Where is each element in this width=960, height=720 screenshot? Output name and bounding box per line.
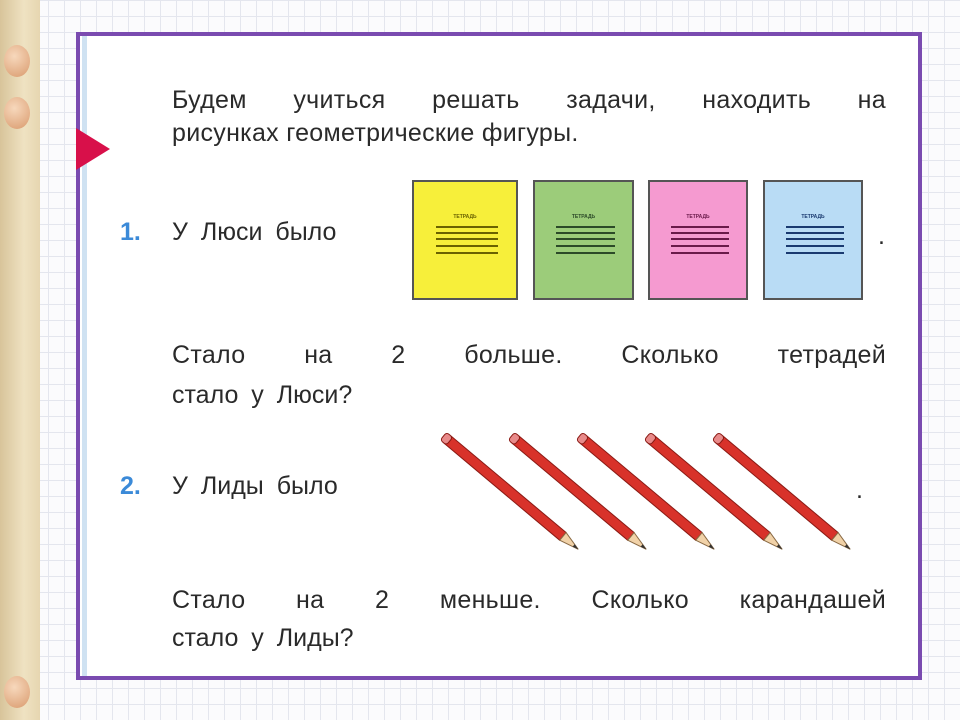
decorative-strip (0, 0, 40, 720)
notebook-caption: ТЕТРАДЬ (686, 214, 710, 220)
task-2-number: 2. (120, 472, 141, 500)
notebook: ТЕТРАДЬ (412, 180, 518, 300)
notebook-line (786, 226, 844, 228)
task-2-line-1: Стало на 2 меньше. Сколько карандашей (172, 586, 886, 614)
notebook-line (436, 245, 498, 247)
notebook-line (671, 226, 729, 228)
pencil-icon (440, 433, 579, 550)
notebook-line (671, 232, 729, 234)
notebook: ТЕТРАДЬ (533, 180, 634, 300)
notebook-line (436, 252, 498, 254)
pencil-icon (712, 433, 851, 550)
task-2-period: . (856, 476, 863, 504)
notebook-line (436, 238, 498, 240)
task-1-period: . (878, 222, 885, 250)
bead-icon (4, 97, 30, 129)
notebook-line (556, 252, 615, 254)
notebook-line (436, 226, 498, 228)
intro-line-1: Будем учиться решать задачи, находить на (172, 86, 886, 114)
task-1-line-2: стало у Люси? (172, 381, 353, 409)
task-2-line-2: стало у Лиды? (172, 624, 354, 652)
task-2-label: У Лиды было (172, 472, 338, 500)
pencil-icon (576, 433, 715, 550)
task-1-line-1: Стало на 2 больше. Сколько тетрадей (172, 341, 886, 369)
notebook-line (556, 232, 615, 234)
notebook-line (786, 238, 844, 240)
notebook-line (671, 252, 729, 254)
notebook-line (556, 238, 615, 240)
notebook-line (671, 245, 729, 247)
bead-icon (4, 45, 30, 77)
notebook-line (436, 232, 498, 234)
notebook-caption: ТЕТРАДЬ (801, 214, 825, 220)
task-1-label: У Люси было (172, 218, 337, 246)
notebook-caption: ТЕТРАДЬ (571, 214, 596, 220)
pencil-icon (644, 433, 783, 550)
pencil-icon (508, 433, 647, 550)
notebook-line (556, 226, 615, 228)
flag-marker-icon (76, 128, 110, 170)
bead-icon (4, 676, 30, 708)
notebook: ТЕТРАДЬ (648, 180, 748, 300)
notebook: ТЕТРАДЬ (763, 180, 863, 300)
textbook-page (76, 32, 922, 680)
notebook-line (556, 245, 615, 247)
notebook-caption: ТЕТРАДЬ (453, 214, 477, 220)
notebook-line (671, 238, 729, 240)
notebook-line (786, 232, 844, 234)
task-1-number: 1. (120, 218, 141, 246)
intro-line-2: рисунках геометрические фигуры. (172, 119, 579, 147)
notebook-line (786, 245, 844, 247)
notebook-line (786, 252, 844, 254)
